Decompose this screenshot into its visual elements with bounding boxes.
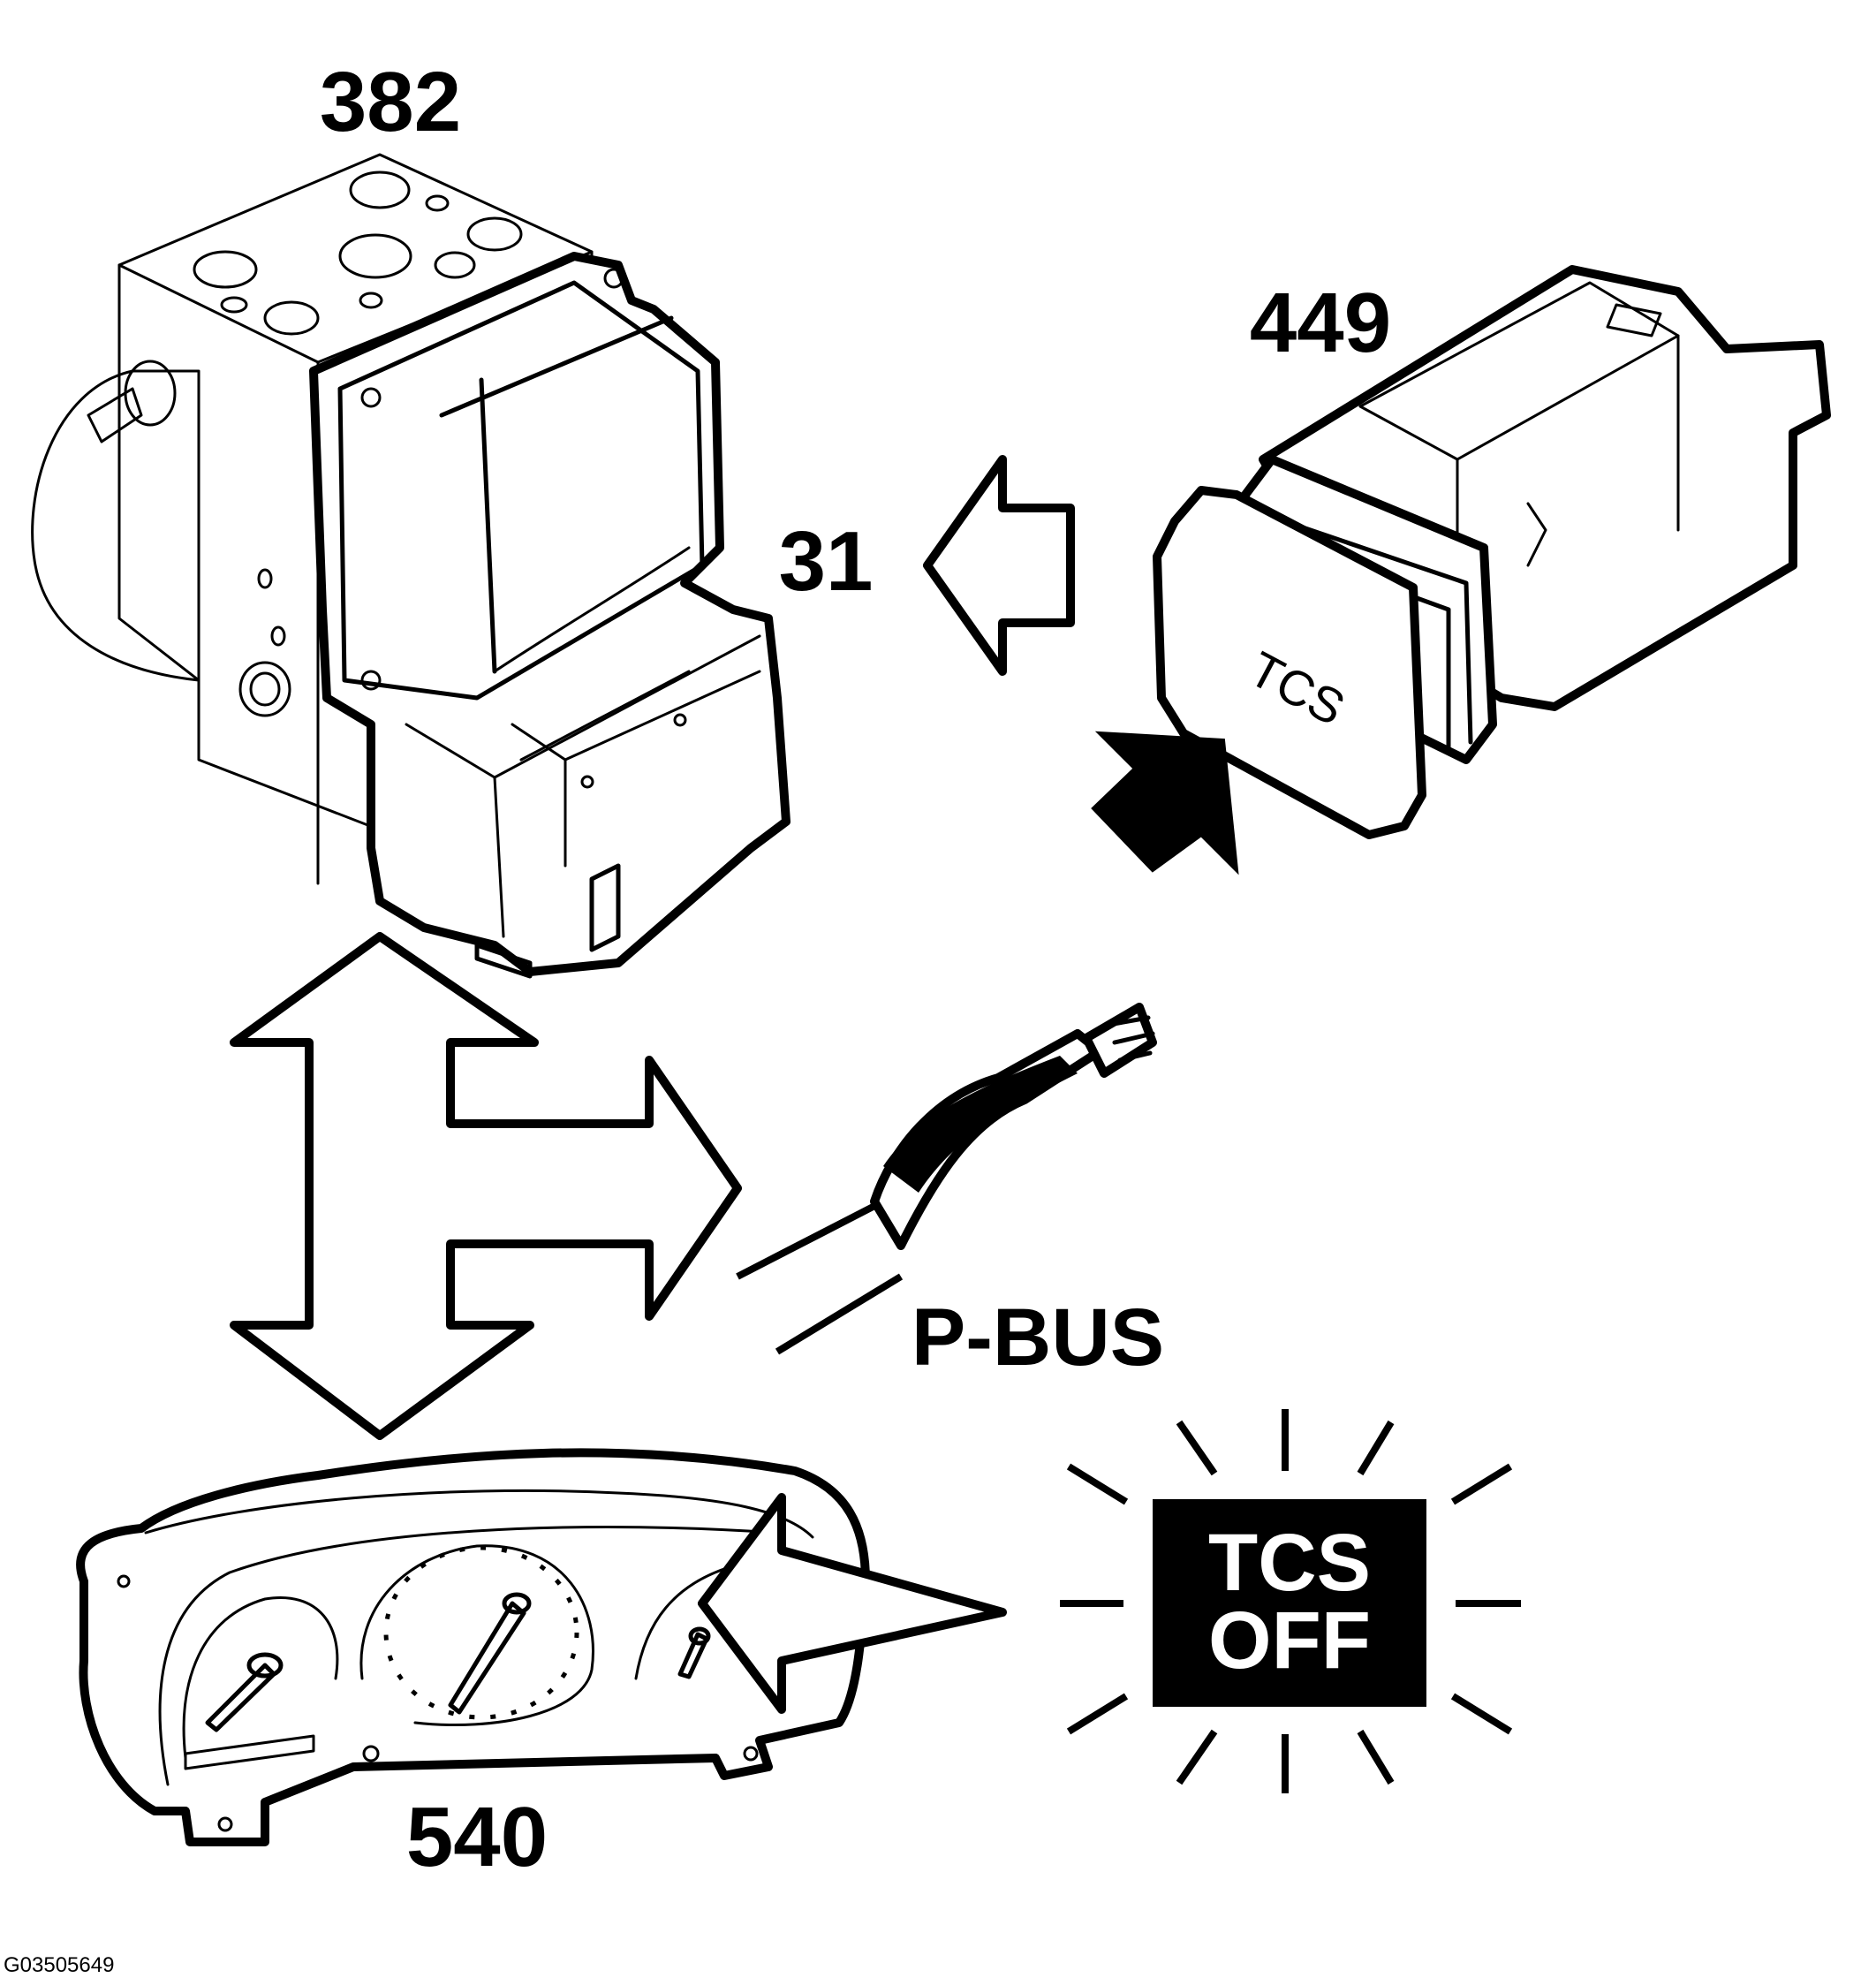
ground-number-label: 31 — [779, 514, 874, 609]
tcs-off-warning-lamp — [1060, 1409, 1521, 1793]
instrument-cluster — [76, 1448, 870, 1846]
figure-id-label: G03505649 — [4, 1953, 114, 1977]
p-bus-label: P-BUS — [912, 1292, 1164, 1383]
switch-signal-arrow — [923, 455, 1075, 676]
tcs-switch-number-label: 449 — [1250, 276, 1391, 370]
p-bus-cable — [736, 1003, 1157, 1355]
abs-module-number-label: 382 — [320, 55, 461, 149]
abs-control-module — [31, 153, 790, 979]
instrument-cluster-number-label: 540 — [406, 1790, 548, 1884]
warning-lamp-text-line2: OFF — [1208, 1595, 1371, 1686]
warning-lamp-text-line1: TCS — [1208, 1518, 1371, 1608]
lamp-rays — [1060, 1409, 1521, 1793]
warning-lamp-pointer-arrow — [698, 1493, 1007, 1714]
bus-communication-arrow — [230, 932, 742, 1440]
press-arrow — [1091, 731, 1239, 875]
